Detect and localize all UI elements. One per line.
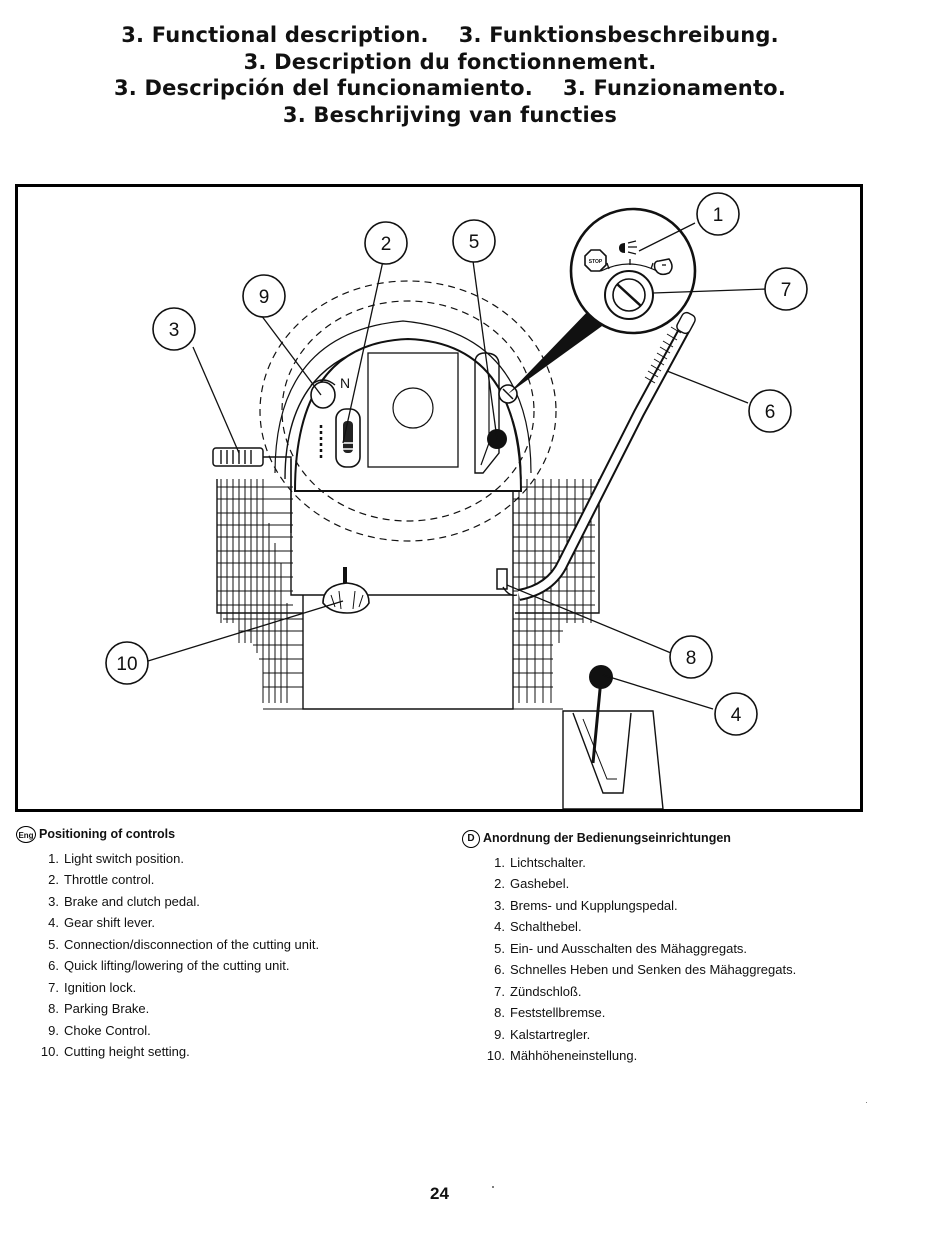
title-line-nl: 3. Beschrijving van functies [282,102,618,127]
item-number: 9. [48,1022,59,1038]
item-number: 8. [48,1001,59,1016]
item-number: 4. [48,915,59,930]
callout-9: 9 [259,287,270,308]
title-line-en-de: 3. Functional description. 3. Funktionsb… [121,23,779,47]
legend-german-title: Anordnung der Bedienungseinrichtungen [483,831,731,845]
item-number: 10. [40,1044,59,1059]
item-text: Mähhöheneinstellung. [510,1048,638,1063]
title-line-fr: 3. Description du fonctionnement. [243,49,657,74]
item-number: 3. [494,897,505,913]
item-text: Gear shift lever. [64,915,156,930]
list-item: 4. Schalthebel. [462,916,882,938]
item-number: 1. [494,854,505,870]
page-number: 24 [430,1184,449,1203]
legend-english-title: Positioning of controls [39,827,176,841]
callout-7: 7 [781,280,792,301]
list-item: 6. Schnelles Heben und Senken des Mähaggr… [462,959,882,981]
list-item: 5. Ein- und Ausschalten des Mähaggregats. [462,938,882,960]
item-text: Kalstartregler. [510,1026,591,1042]
legend-german-list: 1. Lichtschalter. 2. Gashebel. 3. Brems- un… [462,852,882,1067]
item-text: Schalthebel. [510,919,582,934]
item-number: 8. [494,1005,505,1020]
title-line-es-it: 3. Descripción del funcionamiento. 3. Fu… [113,76,786,100]
lift-handle-grip [644,326,682,384]
legend-english-heading: Eng Positioning of controls [16,824,436,846]
legend-english: Eng Positioning of controls 1. Light swit… [16,824,436,1063]
list-item: 7. Ignition lock. [16,977,436,999]
list-item: 2. Gashebel. [462,873,882,895]
lang-badge-german: D [462,829,480,848]
callout-8: 8 [686,648,697,669]
list-item: 4. Gear shift lever. [16,912,436,934]
ground-hatch-left [217,479,303,703]
callout-3: 3 [169,320,180,341]
item-text: Lichtschalter. [510,854,586,870]
scan-speck [866,1102,867,1103]
callout-2: 2 [381,234,392,255]
list-item: 9. Kalstartregler. [462,1024,882,1046]
list-item: 3. Brake and clutch pedal. [16,891,436,913]
list-item: 8. Parking Brake. [16,998,436,1020]
list-item: 1. Lichtschalter. [462,852,882,874]
item-number: 10. [486,1048,505,1063]
item-number: 4. [494,919,505,934]
list-item: 1. Light switch position. [16,848,436,870]
controls-diagram-drawing: 1 2 3 4 5 6 7 8 9 10 N STOP [105,192,808,809]
item-number: 1. [48,850,59,866]
list-item: 6. Quick lifting/lowering of the cutting … [16,955,436,977]
item-text: Cutting height setting. [64,1044,190,1059]
item-text: Light switch position. [64,850,184,866]
list-item: 9. Choke Control. [16,1020,436,1042]
list-item: 8. Feststellbremse. [462,1002,882,1024]
scan-speck [492,1186,494,1188]
list-item: 10. Cutting height setting. [16,1041,436,1063]
section-titles: 3. Functional description. 3. Funktionsb… [0,22,900,128]
item-text: Zündschloß. [510,983,582,999]
item-text: Gashebel. [510,876,570,891]
list-item: 3. Brems- und Kupplungspedal. [462,895,882,917]
item-text: Schnelles Heben und Senken des Mähaggreg… [510,962,797,977]
item-text: Ein- und Ausschalten des Mähaggregats. [510,940,748,956]
controls-diagram: 1 2 3 4 5 6 7 8 9 10 N STOP [15,184,863,812]
item-text: Choke Control. [64,1022,151,1038]
callout-10: 10 [116,654,137,675]
item-text: Feststellbremse. [510,1005,606,1020]
list-item: 7. Zündschloß. [462,981,882,1003]
item-text: Connection/disconnection of the cutting … [64,936,320,952]
legend-german: D Anordnung der Bedienungseinrichtungen … [462,828,882,1067]
callout-leaders [147,222,768,710]
callout-4: 4 [731,705,742,726]
list-item: 2. Throttle control. [16,869,436,891]
item-number: 6. [48,958,59,973]
lang-badge-english: Eng [16,826,36,844]
item-number: 5. [494,940,505,956]
callout-1: 1 [713,205,724,226]
item-text: Ignition lock. [64,979,137,995]
item-number: 3. [48,893,59,909]
list-item: 5. Connection/disconnection of the cuttin… [16,934,436,956]
item-number: 2. [494,876,505,891]
item-number: 7. [48,979,59,995]
item-text: Quick lifting/lowering of the cutting un… [64,958,290,973]
item-text: Brems- und Kupplungspedal. [510,897,678,913]
item-number: 5. [48,936,59,952]
legend-english-list: 1. Light switch position. 2. Throttle cont… [16,848,436,1063]
callout-5: 5 [469,232,480,253]
list-item: 10. Mähhöheneinstellung. [462,1045,882,1067]
item-text: Parking Brake. [64,1001,150,1016]
item-text: Brake and clutch pedal. [64,893,200,909]
item-number: 9. [494,1026,505,1042]
item-number: 7. [494,983,505,999]
item-number: 6. [494,962,505,977]
item-number: 2. [48,872,59,887]
item-text: Throttle control. [64,872,155,887]
stop-label: STOP [589,259,603,265]
choke-label: N [340,375,350,391]
legend-german-heading: D Anordnung der Bedienungseinrichtungen [462,828,882,850]
callout-6: 6 [765,402,776,423]
